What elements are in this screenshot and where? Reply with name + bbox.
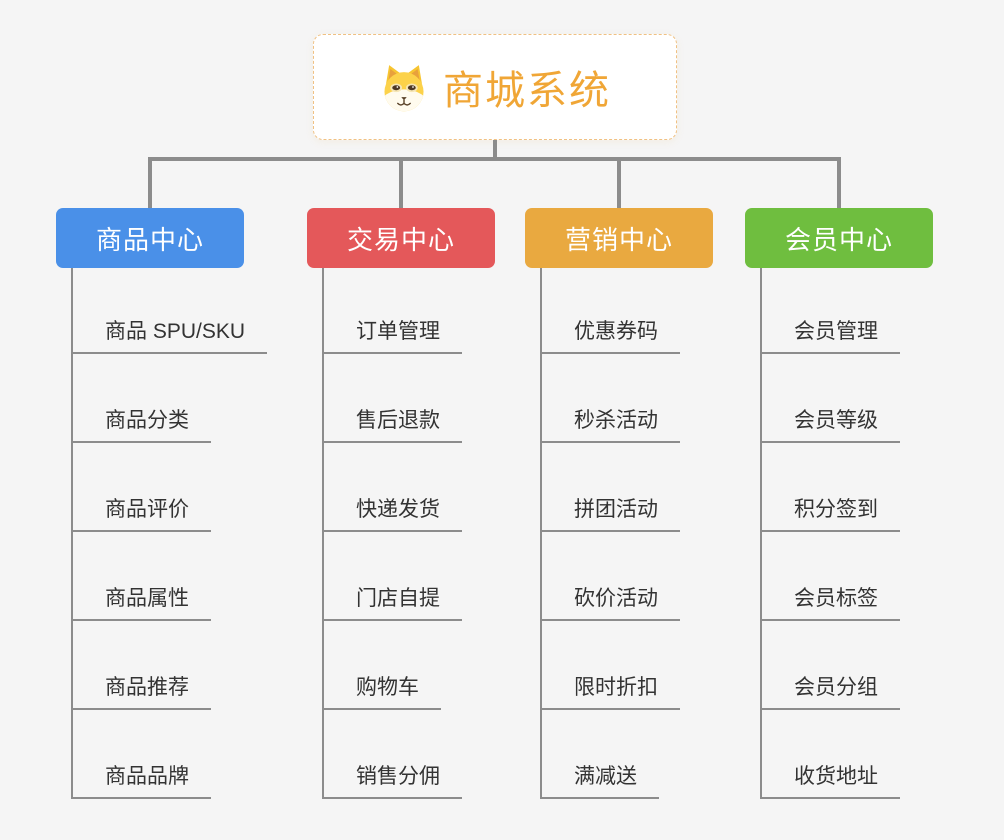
- branch-node-member-center[interactable]: 会员中心: [745, 208, 933, 268]
- leaf-node[interactable]: 订单管理: [323, 315, 462, 354]
- connector-drop: [399, 161, 403, 208]
- connector-bus: [148, 157, 841, 161]
- branch-node-marketing-center[interactable]: 营销中心: [525, 208, 713, 268]
- connector-drop: [617, 161, 621, 208]
- leaf-node[interactable]: 会员标签: [761, 582, 900, 621]
- leaf-node[interactable]: 积分签到: [761, 493, 900, 532]
- branch-spine: [71, 268, 73, 799]
- root-node[interactable]: 商城系统: [313, 34, 677, 140]
- branch-node-product-center[interactable]: 商品中心: [56, 208, 244, 268]
- leaf-node[interactable]: 商品评价: [72, 493, 211, 532]
- leaf-node[interactable]: 会员等级: [761, 404, 900, 443]
- branch-label: 交易中心: [346, 224, 455, 255]
- connector-drop: [837, 161, 841, 208]
- leaf-node[interactable]: 售后退款: [323, 404, 462, 443]
- leaf-node[interactable]: 会员管理: [761, 315, 900, 354]
- leaf-node[interactable]: 满减送: [541, 760, 659, 799]
- leaf-node[interactable]: 商品 SPU/SKU: [72, 315, 268, 354]
- branch-label: 会员中心: [784, 224, 893, 255]
- branch-node-trade-center[interactable]: 交易中心: [307, 208, 495, 268]
- leaf-node[interactable]: 拼团活动: [541, 493, 680, 532]
- leaf-column-trade: 订单管理 售后退款 快递发货 门店自提 购物车 销售分佣: [322, 268, 462, 799]
- leaf-node[interactable]: 商品分类: [72, 404, 211, 443]
- leaf-node[interactable]: 购物车: [323, 671, 441, 710]
- leaf-column-marketing: 优惠券码 秒杀活动 拼团活动 砍价活动 限时折扣 满减送: [540, 268, 680, 799]
- leaf-node[interactable]: 商品属性: [72, 582, 211, 621]
- branch-label: 营销中心: [564, 224, 673, 255]
- branch-spine: [540, 268, 542, 799]
- leaf-node[interactable]: 门店自提: [323, 582, 462, 621]
- leaf-node[interactable]: 快递发货: [323, 493, 462, 532]
- branch-label: 商品中心: [95, 224, 204, 255]
- connector-drop: [148, 161, 152, 208]
- dog-icon: [379, 60, 429, 114]
- leaf-node[interactable]: 销售分佣: [323, 760, 462, 799]
- leaf-node[interactable]: 秒杀活动: [541, 404, 680, 443]
- leaf-node[interactable]: 限时折扣: [541, 671, 680, 710]
- leaf-node[interactable]: 商品推荐: [72, 671, 211, 710]
- connector-root-drop: [493, 140, 497, 158]
- leaf-node[interactable]: 优惠券码: [541, 315, 680, 354]
- leaf-column-product: 商品 SPU/SKU 商品分类 商品评价 商品属性 商品推荐 商品品牌: [71, 268, 268, 799]
- leaf-node[interactable]: 收货地址: [761, 760, 900, 799]
- leaf-node[interactable]: 会员分组: [761, 671, 900, 710]
- branch-spine: [322, 268, 324, 799]
- leaf-node[interactable]: 砍价活动: [541, 582, 680, 621]
- branch-spine: [760, 268, 762, 799]
- leaf-node[interactable]: 商品品牌: [72, 760, 211, 799]
- root-title: 商城系统: [443, 69, 611, 113]
- leaf-column-member: 会员管理 会员等级 积分签到 会员标签 会员分组 收货地址: [760, 268, 900, 799]
